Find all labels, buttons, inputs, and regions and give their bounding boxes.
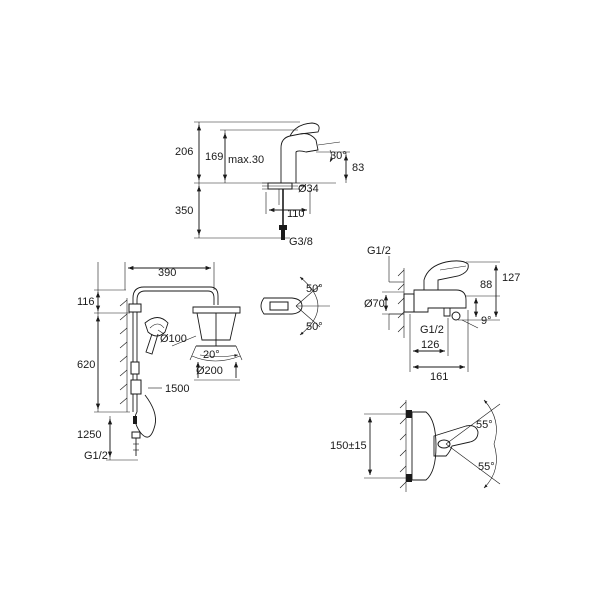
basin-mixer-drawing: 206 169 max.30 30° 83 Ø34 110 350 G3/8	[175, 121, 364, 248]
dim-spout-angle: 9°	[481, 315, 492, 327]
dim-spout-height: 169	[205, 151, 223, 163]
dim-lever-upper-angle: 50°	[306, 283, 323, 295]
bath-mixer-front-view: 150±15 55° 55°	[330, 399, 501, 492]
shower-head	[192, 306, 241, 314]
slider	[130, 361, 140, 375]
dim-flange-diameter: Ø70	[364, 298, 385, 310]
bath-mixer-side-view: G1/2 127 88 Ø70 G1/2 9° 126 161	[364, 245, 520, 383]
dim-lever-angle: 30°	[330, 150, 347, 162]
basin-tap-body	[280, 133, 319, 183]
thermostat-body	[130, 379, 142, 395]
dim-base-width: 110	[287, 208, 305, 220]
dim-reach-outer: 161	[430, 371, 448, 383]
dim-top-offset: 116	[77, 296, 95, 308]
dim-head-diameter: Ø200	[196, 365, 223, 377]
hose-thread	[281, 230, 285, 240]
dim-lever-upper-angle: 55°	[476, 419, 493, 431]
dim-hand-shower-diameter: Ø100	[160, 333, 187, 345]
dim-centre-distance: 150±15	[330, 440, 367, 452]
basin-tap-lever	[289, 122, 320, 137]
dim-hose-length: 1500	[165, 383, 189, 395]
dim-lever-lower-angle: 55°	[478, 461, 495, 473]
shower-arm	[132, 286, 219, 412]
hand-shower-handle	[145, 333, 159, 355]
hose-connector	[279, 225, 287, 230]
dim-rail-height: 620	[77, 359, 95, 371]
dim-spout-drop: 88	[480, 279, 492, 291]
dim-head-reach: 390	[158, 267, 176, 279]
dim-connection-top: G1/2	[367, 245, 391, 257]
eccentric-bottom	[406, 474, 412, 482]
bath-front-lever	[433, 425, 479, 457]
dim-connection: G3/8	[289, 236, 313, 248]
dim-height: 127	[502, 272, 520, 284]
bath-mixer-lever	[423, 260, 469, 290]
eccentric-top	[406, 410, 412, 418]
dim-connection-bottom: G1/2	[420, 324, 444, 336]
wall-bracket-bottom	[133, 416, 137, 424]
bath-front-body	[411, 411, 437, 481]
bath-spout	[443, 308, 451, 317]
dim-spout-reach: 83	[352, 162, 364, 174]
shower-system-drawing: 390 116 620 Ø100 20° Ø200 1500 1250 G1/2…	[77, 262, 330, 462]
aerator	[305, 149, 319, 153]
wall-bracket-top	[128, 303, 142, 313]
dim-reach-inner: 126	[421, 339, 439, 351]
shower-hose	[134, 394, 156, 438]
dim-total-height: 206	[175, 146, 193, 158]
dim-connection: G1/2	[84, 450, 108, 462]
dim-lever-lower-angle: 50°	[306, 321, 323, 333]
bath-mixer-body	[413, 289, 467, 313]
dim-install-height: 1250	[77, 429, 101, 441]
dim-hose-length: 350	[175, 205, 193, 217]
dim-hole-diameter: Ø34	[298, 183, 319, 195]
dim-head-tilt: 20°	[203, 349, 220, 361]
dim-max-thickness: max.30	[228, 154, 264, 166]
bath-wall-flange	[403, 293, 415, 313]
shower-lever-detail: 50° 50°	[260, 276, 330, 336]
